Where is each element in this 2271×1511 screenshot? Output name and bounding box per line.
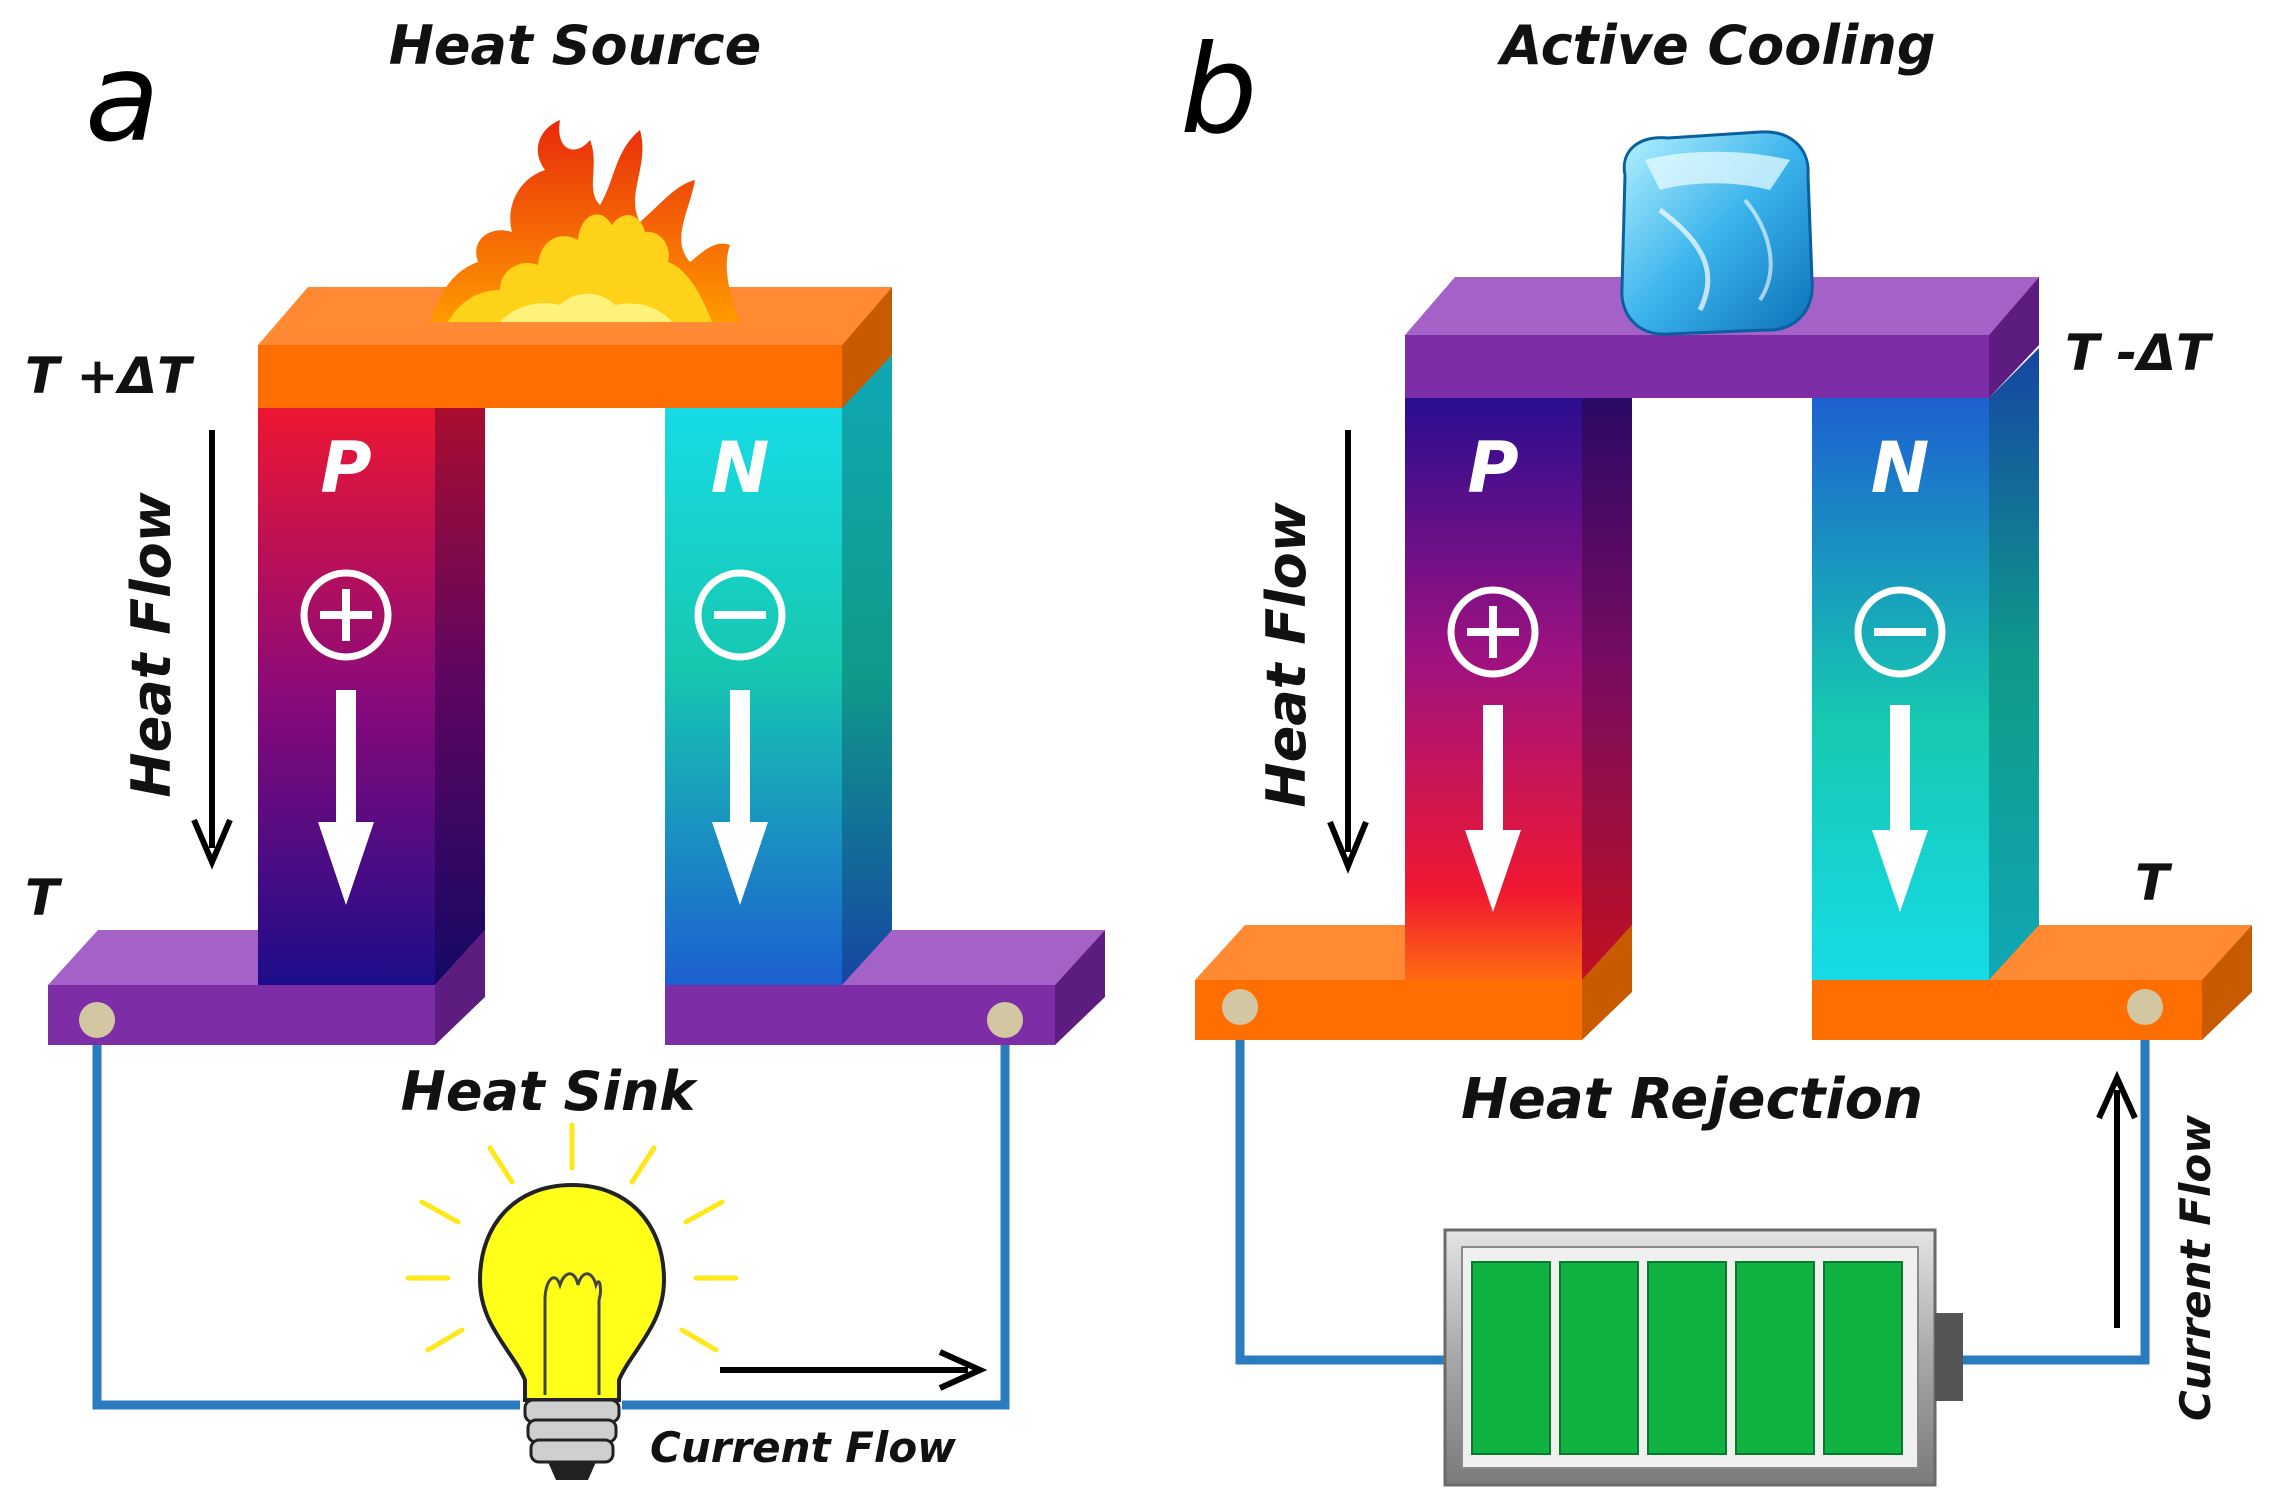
heat-source-label: Heat Source [389, 14, 762, 77]
panel-b-ambient-temp-label: T [2135, 854, 2173, 912]
panel-b-p-arrow-icon [1465, 705, 1521, 912]
panel-b-n-arrow-icon [1872, 705, 1928, 912]
panel-a-circuit-wire [92, 1030, 1010, 1410]
panel-a-negative-charge-icon [694, 569, 786, 661]
panel-a-p-label: P [320, 427, 371, 509]
panel-a-letter: a [85, 27, 160, 169]
panel-b-heat-flow-label: Heat Flow [1255, 501, 1318, 807]
panel-b-negative-charge-icon [1854, 586, 1946, 678]
heat-sink-label: Heat Sink [401, 1060, 699, 1123]
panel-b-circuit-wire [1235, 1030, 2150, 1365]
panel-b-terminal-right [2127, 989, 2163, 1025]
panel-a-n-arrow-icon [712, 690, 768, 905]
panel-b-heat-flow-arrow [1327, 430, 1369, 874]
battery-cells [1471, 1261, 1903, 1455]
panel-a-n-label: N [711, 427, 770, 509]
panel-b-terminal-left [1222, 989, 1258, 1025]
panel-b-cold-temp-label: T -ΔT [2065, 324, 2214, 382]
light-bulb-icon [405, 1122, 739, 1480]
panel-b-current-flow-arrow [2096, 1070, 2138, 1328]
panel-b-cold-plate [1405, 277, 2039, 398]
flame-icon [430, 120, 740, 322]
panel-b-positive-charge-icon [1447, 586, 1539, 678]
panel-b-current-flow-label: Current Flow [2171, 1115, 2220, 1421]
panel-b-letter: b [1180, 19, 1257, 161]
panel-a: a Heat Source [25, 14, 1105, 1480]
panel-a-n-leg [665, 355, 892, 985]
panel-a-hot-temp-label: T +ΔT [25, 347, 195, 405]
panel-b: b Active Cooling [1180, 14, 2252, 1487]
panel-b-p-label: P [1467, 427, 1518, 509]
panel-a-cold-temp-label: T [25, 869, 63, 927]
battery-icon [1443, 1228, 1963, 1487]
panel-a-positive-charge-icon [300, 569, 392, 661]
ice-cube-icon [1620, 130, 1814, 336]
panel-a-heat-flow-label: Heat Flow [120, 491, 183, 797]
active-cooling-label: Active Cooling [1496, 14, 1935, 77]
panel-a-terminal-left [79, 1002, 115, 1038]
panel-a-terminal-right [987, 1002, 1023, 1038]
panel-b-p-leg [1405, 348, 1632, 980]
panel-a-current-flow-arrow [720, 1349, 988, 1391]
panel-a-current-flow-label: Current Flow [650, 1423, 956, 1472]
panel-a-heat-flow-arrow [191, 430, 233, 870]
panel-a-p-arrow-icon [318, 690, 374, 905]
panel-b-n-label: N [1871, 427, 1930, 509]
heat-rejection-label: Heat Rejection [1461, 1067, 1923, 1132]
